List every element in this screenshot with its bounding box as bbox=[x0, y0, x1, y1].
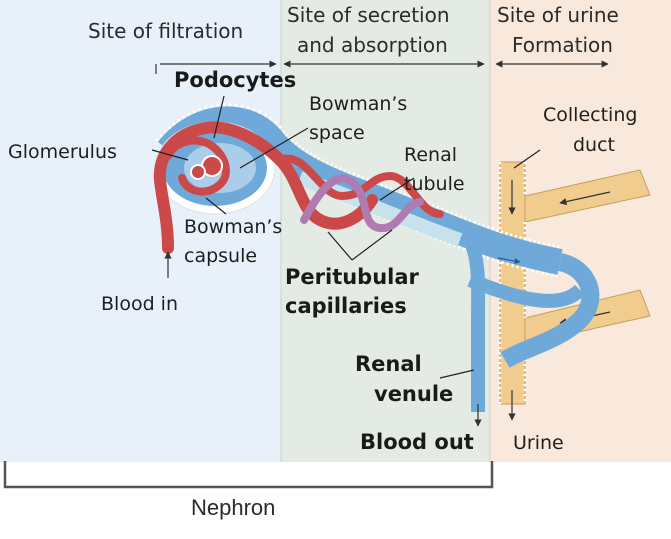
label-blood-in: Blood in bbox=[101, 293, 178, 315]
leader-lines bbox=[151, 95, 541, 379]
header-filtration: Site of filtration bbox=[88, 19, 243, 43]
label-peritubular-line2: capillaries bbox=[285, 294, 407, 318]
label-peritubular-line1: Peritubular bbox=[285, 265, 420, 289]
label-bowmans-space-line2: space bbox=[309, 122, 365, 144]
filtration-zone bbox=[0, 0, 281, 462]
label-glomerulus: Glomerulus bbox=[8, 141, 117, 163]
header-secretion-line2: and absorption bbox=[297, 33, 448, 57]
header-urine-line1: Site of urine bbox=[497, 3, 619, 27]
label-podocytes: Podocytes bbox=[174, 68, 296, 92]
label-urine: Urine bbox=[513, 432, 564, 454]
label-collecting-duct-line2: duct bbox=[573, 134, 615, 156]
nephron-bracket bbox=[3, 461, 494, 489]
renal-venule bbox=[463, 236, 486, 427]
label-bowmans-capsule-line1: Bowman’s bbox=[184, 216, 282, 238]
label-renal-venule-line1: Renal bbox=[355, 352, 422, 376]
label-nephron: Nephron bbox=[191, 495, 275, 520]
header-range-arrows bbox=[155, 60, 609, 74]
label-renal-venule-line2: venule bbox=[374, 382, 453, 406]
header-secretion-line1: Site of secretion bbox=[287, 3, 450, 27]
header-urine-line2: Formation bbox=[512, 33, 613, 57]
label-bowmans-space-line1: Bowman’s bbox=[309, 93, 407, 115]
label-collecting-duct-line1: Collecting bbox=[543, 104, 637, 126]
label-renal-tubule-line1: Renal bbox=[404, 144, 457, 166]
label-renal-tubule-line2: tubule bbox=[404, 173, 465, 195]
peritubular-capillaries bbox=[153, 121, 444, 254]
label-bowmans-capsule-line2: capsule bbox=[184, 245, 257, 267]
label-blood-out: Blood out bbox=[360, 430, 474, 454]
